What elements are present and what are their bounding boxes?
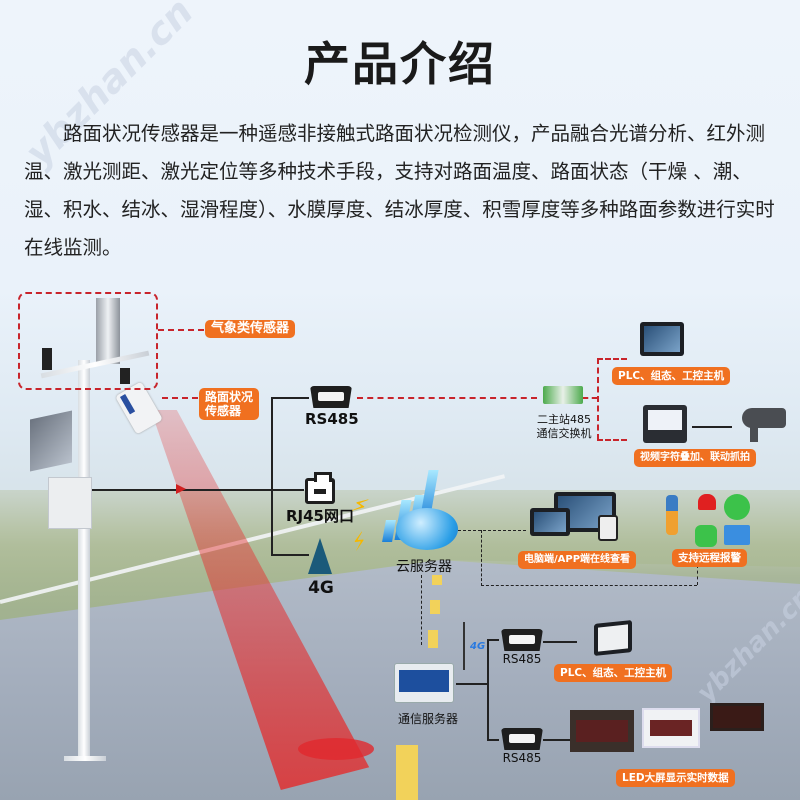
led-frame-board — [642, 708, 700, 748]
wind-vane-icon — [42, 348, 52, 370]
page-title: 产品介绍 — [304, 37, 496, 91]
laser-spot — [298, 738, 374, 760]
switch-branch-line — [597, 358, 599, 440]
switch-device — [543, 386, 583, 404]
comm-server-device — [394, 663, 454, 703]
arrow-icon — [176, 484, 186, 494]
connector-line — [158, 329, 204, 331]
rj45-port-icon — [305, 472, 335, 504]
cloud-link — [481, 530, 482, 586]
road-sensor-tag-line1: 路面状况 — [205, 390, 254, 404]
plc-monitor-icon — [594, 620, 632, 656]
solar-panel — [30, 410, 72, 472]
lane-marking — [428, 630, 438, 648]
connector-line — [162, 397, 198, 399]
camera-icon — [742, 408, 786, 428]
antenna-icon — [463, 622, 465, 670]
lane-marking — [396, 745, 418, 800]
plc-tag-top: PLC、组态、工控主机 — [612, 367, 731, 385]
pc-app-tag: 电脑端/APP端在线查看 — [518, 551, 637, 569]
rs485-link — [357, 397, 537, 399]
video-overlay-device — [643, 405, 687, 443]
laptop-icon — [530, 508, 570, 536]
camera-wire — [692, 426, 732, 428]
lane-marking — [430, 600, 440, 614]
weather-sensor-highlight-box — [18, 292, 158, 390]
rain-gauge — [96, 298, 120, 364]
email-icon — [724, 525, 750, 545]
rs485-label: RS485 — [502, 751, 542, 765]
road-sensor-tag: 路面状况 传感器 — [199, 388, 260, 420]
comm-wire — [543, 641, 577, 643]
cloud-server-label: 云服务器 — [396, 559, 452, 575]
weather-sensor-tag: 气象类传感器 — [205, 320, 296, 338]
wechat-icon — [724, 494, 750, 520]
switch-to-video — [597, 439, 627, 441]
wire-to-rs485 — [271, 397, 309, 399]
product-description: 路面状况传感器是一种遥感非接触式路面状况检测仪，产品融合光谱分析、红外测温、激光… — [24, 122, 775, 259]
comm-wire — [487, 739, 499, 741]
pole-base — [64, 756, 106, 761]
message-icon — [695, 525, 717, 547]
road-sensor-tag-line2: 传感器 — [205, 404, 242, 418]
rj45-label: RJ45网口 — [285, 507, 354, 525]
plc-tag-bottom: PLC、组态、工控主机 — [554, 664, 673, 682]
person-icon — [666, 495, 678, 535]
led-tag: LED大屏显示实时数据 — [616, 769, 735, 787]
db9-port-icon — [310, 386, 352, 408]
comm-wire — [487, 639, 499, 641]
db9-port-icon — [501, 629, 543, 651]
video-tag: 视频字符叠加、联动抓拍 — [634, 449, 756, 467]
cloud-link — [697, 565, 698, 585]
led-kiosk-board — [570, 710, 634, 752]
rs485-label: RS485 — [305, 410, 359, 428]
wire-to-rj45 — [92, 489, 304, 491]
lane-marking — [432, 575, 442, 585]
switch-label: 二主站485 通信交换机 — [536, 413, 592, 440]
alarm-light-icon — [698, 494, 716, 510]
anemometer-icon — [120, 368, 130, 384]
comm-wire-vertical — [487, 639, 489, 739]
cloud-to-comm-server-link — [421, 575, 422, 645]
cloud-server-icon — [396, 508, 458, 550]
control-box — [48, 477, 92, 529]
switch-branch-line — [583, 397, 597, 399]
rs485-label: RS485 — [502, 652, 542, 666]
monitoring-pole — [78, 360, 90, 760]
switch-to-plc — [597, 358, 627, 360]
alarm-tag: 支持远程报警 — [672, 549, 747, 567]
cell-tower-icon — [308, 538, 332, 574]
comm-wire — [456, 683, 488, 685]
plc-monitor-icon — [640, 322, 684, 356]
cloud-to-alarm-link — [481, 585, 697, 586]
4g-label: 4G — [308, 578, 334, 598]
led-stand-board — [710, 703, 764, 731]
comm-server-label: 通信服务器 — [397, 712, 458, 726]
cloud-to-pc-link — [458, 530, 526, 531]
antenna-4g-badge: 4G — [470, 641, 486, 652]
wire-to-4g — [271, 554, 309, 556]
camera-mount — [750, 426, 758, 442]
db9-port-icon — [501, 728, 543, 750]
wire-vertical — [271, 397, 273, 555]
tablet-icon — [598, 515, 618, 541]
comm-wire — [543, 739, 577, 741]
